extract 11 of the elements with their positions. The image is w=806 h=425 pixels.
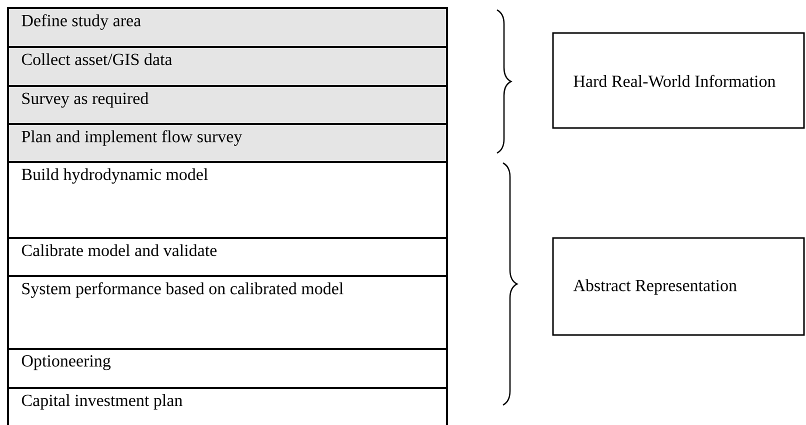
table-row: Capital investment plan — [7, 386, 448, 425]
label-box: Abstract Representation — [552, 237, 805, 336]
table-row: Optioneering — [7, 348, 448, 389]
label-box: Hard Real-World Information — [552, 32, 805, 129]
table-row: Build hydrodynamic model — [7, 161, 448, 239]
table-row: Survey as required — [7, 85, 448, 125]
table-row: Plan and implement flow survey — [7, 123, 448, 163]
table-row: Calibrate model and validate — [7, 236, 448, 277]
table-row: System performance based on calibrated model — [7, 274, 448, 350]
table-row: Define study area — [7, 7, 448, 48]
table-row: Collect asset/GIS data — [7, 46, 448, 87]
